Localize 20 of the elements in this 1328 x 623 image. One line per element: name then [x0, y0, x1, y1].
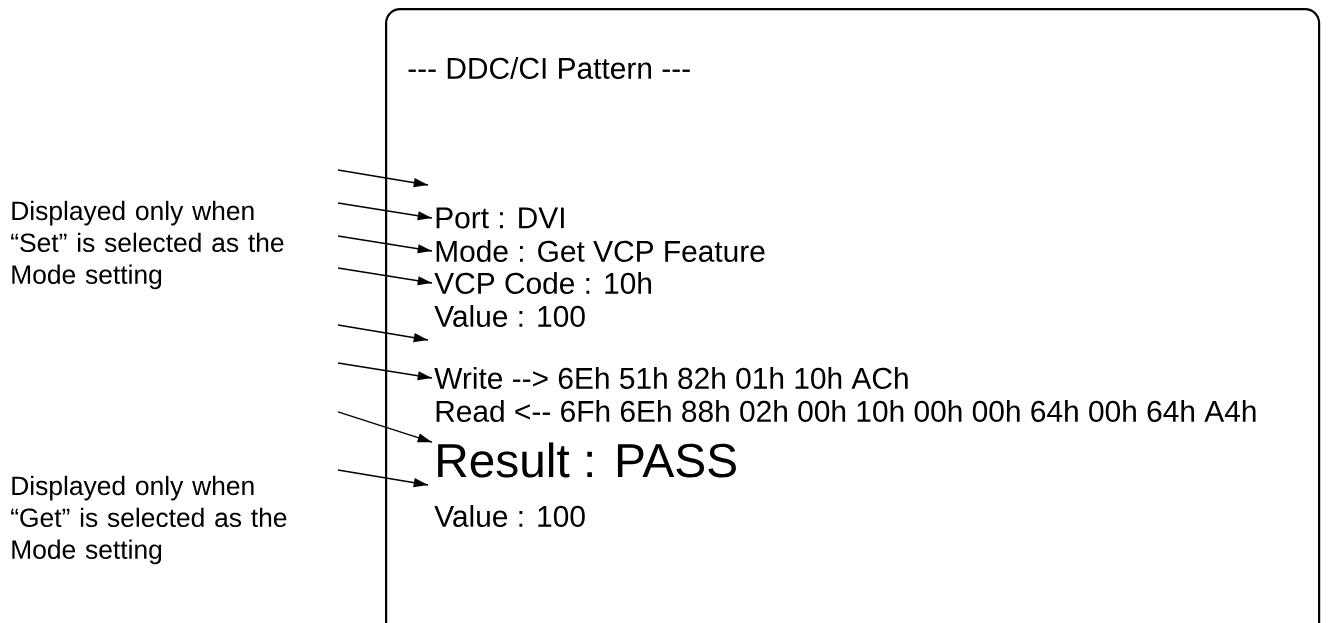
screen-text-line: Value : 100: [434, 505, 585, 527]
arrow: [337, 202, 433, 221]
note-text: Displayed only when “Set” is selected as the Mode setting: [11, 200, 284, 290]
arrow: [337, 362, 433, 381]
result-text: Result : PASS: [438, 442, 736, 478]
screen-text-line: Mode : Get VCP Feature: [436, 240, 765, 262]
arrow: [337, 169, 429, 188]
screen-frame: [385, 8, 1321, 623]
screen-text-line: Port : DVI: [436, 207, 564, 229]
arrow: [337, 411, 433, 443]
arrow: [337, 469, 429, 488]
title-text: --- DDC/CI Pattern ---: [408, 57, 690, 79]
arrow: [337, 267, 433, 286]
screen-text-line: Write --> 6Eh 51h 82h 01h 10h ACh: [434, 367, 908, 389]
arrow: [337, 324, 429, 343]
screen-text-line: Read <-- 6Fh 6Eh 88h 02h 00h 10h 00h 00h 64h 00h 64h A4h: [436, 400, 1256, 422]
screen-text-line: VCP Code : 10h: [434, 272, 651, 294]
arrow: [337, 235, 433, 254]
screen-text-line: Value : 100: [434, 305, 585, 327]
note-text: Displayed only when “Get” is selected as the Mode setting: [11, 475, 287, 565]
